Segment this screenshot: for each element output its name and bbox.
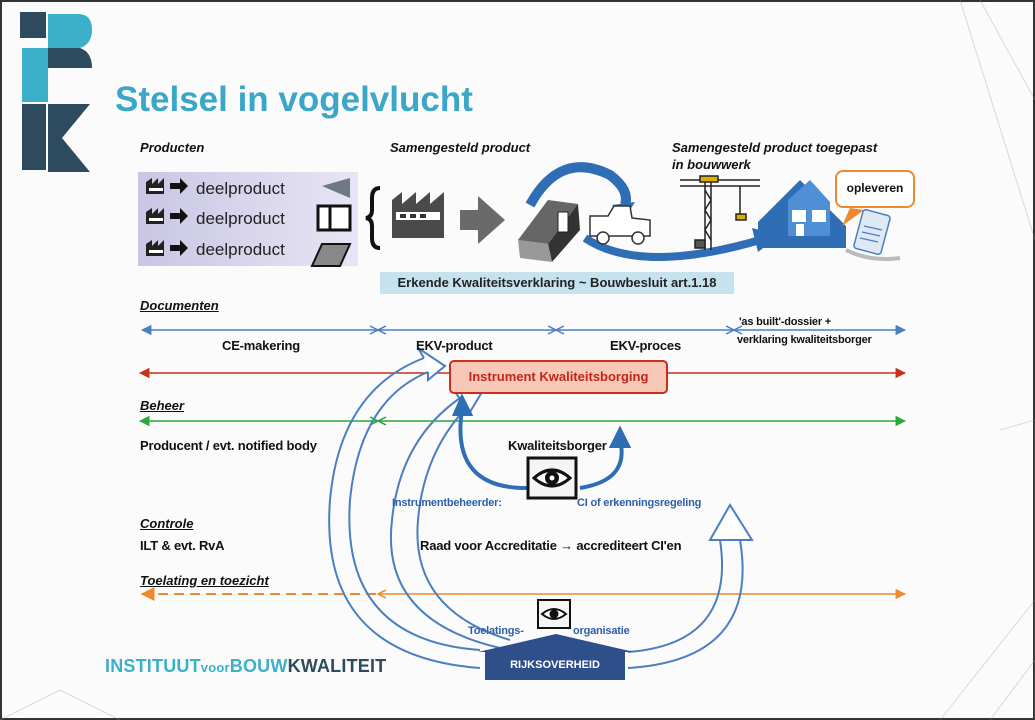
ce-markering-label: CE-makering	[222, 338, 300, 353]
opleveren-callout: opleveren	[835, 170, 915, 208]
rijksoverheid-roof	[478, 634, 634, 652]
instrumentbeheerder-label: Instrumentbeheerder:	[392, 497, 502, 509]
organisatie-label: organisatie	[573, 625, 630, 637]
instrument-kwaliteitsborging-box: Instrument Kwaliteitsborging	[449, 360, 668, 394]
ekv-proces-label: EKV-proces	[610, 338, 681, 353]
page-title: Stelsel in vogelvlucht	[115, 80, 473, 119]
factory-large-icon	[392, 192, 444, 238]
column-toegepast-line2: in bouwwerk	[672, 157, 751, 172]
as-built-label-line2: verklaring kwaliteitsborger	[737, 334, 872, 346]
footer-part1: INSTITUUT	[105, 656, 201, 676]
raad-label: Raad voor Accreditatie → accrediteert CI…	[420, 538, 682, 553]
section-controle: Controle	[140, 516, 194, 531]
callout-pointer	[842, 208, 864, 226]
deelproduct-label: deelproduct	[196, 240, 285, 259]
gray-arrow-icon	[460, 196, 505, 244]
ekv-product-label: EKV-product	[416, 338, 493, 353]
house-icon	[758, 180, 846, 248]
factory-icons-small	[146, 178, 164, 256]
delivery-curve-arrow	[582, 234, 762, 261]
deelproduct-arrows	[170, 178, 188, 256]
deelproduct-label: deelproduct	[196, 179, 285, 198]
section-beheer: Beheer	[140, 398, 185, 413]
truck-icon	[589, 205, 651, 245]
eye-icon-small	[537, 599, 571, 629]
toelatings-label: Toelatings-	[468, 625, 524, 637]
column-samengesteld: Samengesteld product	[390, 140, 531, 155]
crane-icon	[680, 175, 760, 250]
ilt-label: ILT & evt. RvA	[140, 538, 225, 553]
composite-product-icon	[518, 200, 580, 262]
oversight-curve-arrows	[328, 347, 754, 669]
deelproduct-label: deelproduct	[196, 209, 285, 228]
deelproduct-row-3: deelproduct	[140, 237, 356, 265]
plate-shape-icon	[310, 243, 352, 267]
deelproduct-row-2: deelproduct	[140, 206, 356, 234]
ibk-logo	[20, 12, 92, 172]
column-toegepast-line1: Samengesteld product toegepast	[672, 140, 878, 155]
kwaliteitsborger-label: Kwaliteitsborger	[508, 438, 607, 453]
section-documenten: Documenten	[140, 298, 219, 313]
footer-part3: BOUW	[229, 656, 288, 676]
clipboard-icon	[845, 208, 901, 261]
ekv-banner: Erkende Kwaliteitsverklaring ~ Bouwbeslu…	[380, 272, 734, 294]
producent-label: Producent / evt. notified body	[140, 438, 317, 453]
brace	[365, 186, 381, 250]
kwaliteitsborger-loop-arrows	[451, 393, 632, 491]
column-producten: Producten	[140, 140, 205, 155]
as-built-label-line1: 'as built'-dossier +	[739, 316, 832, 328]
ci-label: CI of erkenningsregeling	[577, 497, 702, 509]
footer-part2: voor	[200, 660, 230, 675]
frame-shape-icon	[316, 204, 352, 232]
transport-curve-arrow	[525, 162, 631, 208]
wedge-shape-icon	[322, 178, 350, 198]
footer-logo-text: INSTITUUTvoorBOUWKWALITEIT	[105, 656, 386, 677]
eye-icon-large	[526, 456, 578, 500]
section-toelating: Toelating en toezicht	[140, 573, 269, 588]
footer-part4: KWALITEIT	[287, 656, 387, 676]
deelproduct-row-1: deelproduct	[140, 176, 356, 204]
rijksoverheid-box: RIJKSOVERHEID	[485, 650, 625, 680]
